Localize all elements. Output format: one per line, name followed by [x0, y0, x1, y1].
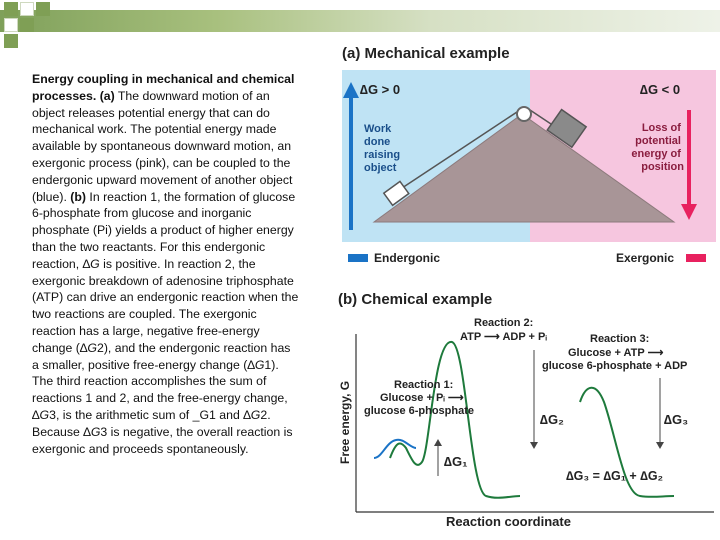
figure-a-title: (a) Mechanical example: [342, 45, 510, 62]
caption-part-b: is positive. In reaction 2, the exergoni…: [32, 256, 299, 355]
reaction3-curve: [579, 386, 675, 498]
dg1-label: ∆G₁: [444, 454, 467, 469]
loss-text-line: position: [641, 161, 684, 173]
work-text-line: object: [364, 162, 397, 174]
y-axis-label: Free energy, G: [338, 381, 352, 464]
dg-positive-label: ∆G > 0: [360, 82, 400, 97]
ramp: [372, 113, 676, 223]
deco-square: [36, 2, 50, 16]
loss-text-line: Loss of: [642, 122, 681, 134]
dg-negative-label: ∆G < 0: [640, 82, 680, 97]
delta-sub: 3: [100, 424, 108, 439]
reaction1-equation-2: glucose 6-phosphate: [364, 405, 474, 417]
energy-coupling-figure: (a) Mechanical example ∆G > 0 ∆G < 0 Wor…: [338, 45, 716, 529]
delta-var: G: [39, 407, 50, 422]
work-text-line: raising: [364, 149, 400, 161]
caption-part-b: ), and the endergonic reaction has a sma…: [32, 340, 291, 372]
up-arrow-icon: [343, 82, 359, 98]
delta-sub: 2: [260, 407, 268, 422]
reaction3-equation-1: Glucose + ATP ⟶: [568, 347, 664, 359]
loss-text-line: energy of: [631, 148, 681, 160]
delta-symbol: ∆: [32, 407, 40, 422]
deco-square: [4, 18, 18, 32]
work-text: Work done raising object: [364, 123, 403, 174]
reaction1-equation-1: Glucose + Pᵢ ⟶: [380, 392, 464, 404]
deco-square: [20, 2, 34, 16]
legend-endergonic-label: Endergonic: [374, 251, 440, 265]
dg2-label: ∆G₂: [540, 412, 564, 427]
reaction2-curve: [389, 341, 521, 499]
delta-sub: 2: [96, 340, 104, 355]
delta-symbol: ∆: [79, 340, 88, 355]
reaction1-title: Reaction 1:: [394, 379, 453, 391]
legend-exergonic-swatch: [686, 254, 706, 262]
caption-text: Energy coupling in mechanical and chemic…: [32, 71, 300, 457]
down-arrow-icon: [681, 204, 697, 220]
legend-endergonic-swatch: [348, 254, 368, 262]
arrow-head-icon: [530, 442, 538, 449]
figure-b-title: (b) Chemical example: [338, 291, 492, 308]
caption-part-b: . Because: [32, 407, 271, 439]
reaction2-title: Reaction 2:: [474, 317, 533, 329]
header-bar: [0, 10, 720, 32]
legend-exergonic-label: Exergonic: [616, 251, 674, 265]
delta-symbol: ∆: [83, 424, 91, 439]
delta-symbol: ∆: [243, 407, 251, 422]
sum-equation: ∆G₃ = ∆G₁ + ∆G₂: [566, 469, 663, 483]
arrow-head-icon: [434, 439, 442, 446]
deco-square: [4, 34, 18, 48]
dg3-label: ∆G₃: [664, 412, 688, 427]
delta-symbol: ∆: [247, 357, 255, 372]
raised-box: [382, 180, 410, 207]
reaction3-equation-2: glucose 6-phosphate + ADP: [542, 360, 687, 372]
caption-part-b: , is the arithmetic sum of _G1 and: [55, 407, 244, 422]
work-text-line: Work: [364, 123, 392, 135]
deco-square: [4, 2, 18, 16]
caption-heading: Energy coupling in mechanical and chemic…: [32, 72, 295, 103]
deco-square: [20, 18, 34, 32]
delta-sub: 3: [49, 407, 56, 422]
delta-symbol: ∆: [82, 256, 91, 271]
caption-part-a-label: (a): [99, 88, 115, 103]
delta-var: G: [254, 357, 265, 372]
pulley-icon: [516, 106, 532, 122]
caption-part-b: In reaction 1, the formation of glucose …: [32, 189, 296, 271]
falling-box: [546, 108, 588, 149]
delta-var: G: [90, 424, 101, 439]
loss-text: Loss of potential energy of position: [631, 122, 684, 173]
reaction2-equation: ATP ⟶ ADP + Pᵢ: [460, 331, 547, 343]
caption-part-a: The downward motion of an object release…: [32, 88, 293, 204]
reaction1-curve: [373, 438, 417, 459]
work-text-line: done: [364, 136, 390, 148]
reaction3-title: Reaction 3:: [590, 333, 649, 345]
x-axis-label: Reaction coordinate: [446, 514, 571, 529]
delta-var: G: [250, 407, 261, 422]
caption-part-b-label: (b): [70, 189, 86, 204]
caption-part-b: is negative, the overall reaction is exe…: [32, 424, 293, 456]
loss-text-line: potential: [635, 135, 681, 147]
caption-part-b: ). The third reaction accomplishes the s…: [32, 357, 288, 406]
delta-var: G: [87, 340, 97, 355]
arrow-head-icon: [656, 442, 664, 449]
delta-sub: 1: [264, 357, 272, 372]
delta-var: G: [90, 256, 100, 271]
